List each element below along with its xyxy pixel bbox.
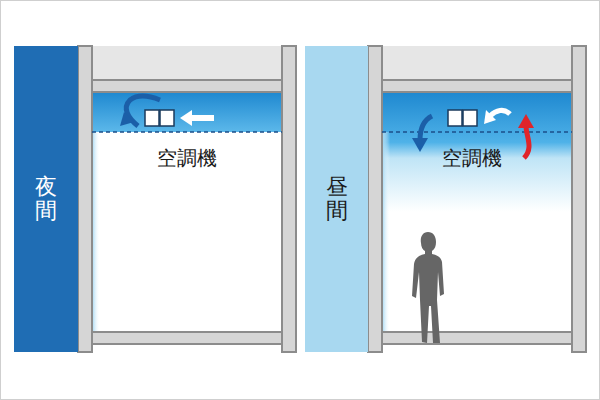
time-band: 昼間 (305, 46, 368, 352)
person-silhouette (412, 232, 444, 343)
unit-label: 空調機 (442, 145, 502, 172)
air-arrowhead (180, 110, 192, 126)
upper-floor (382, 46, 572, 80)
air-arrowhead (412, 138, 428, 152)
cooled-air (382, 92, 572, 212)
upper-floor (92, 46, 282, 80)
unit-label: 空調機 (157, 145, 217, 172)
wall (78, 46, 92, 352)
time-band: 夜間 (14, 46, 78, 352)
day-building (368, 46, 586, 352)
wall (572, 46, 586, 352)
band-label: 昼間 (326, 175, 348, 223)
cool-air-arrow (420, 116, 432, 140)
ac-unit (463, 110, 477, 126)
slab (382, 80, 572, 92)
ac-unit (448, 110, 462, 126)
floor-slab (92, 332, 282, 344)
warm-air-arrow (524, 126, 529, 158)
night-building (78, 46, 296, 352)
air-curve-arrow (490, 110, 510, 116)
wall-glow (382, 132, 390, 332)
slab (92, 80, 282, 92)
ceiling-line (382, 131, 572, 133)
wall (282, 46, 296, 352)
wall (368, 46, 382, 352)
ac-unit (160, 110, 174, 126)
ac-unit (145, 110, 159, 126)
air-arrowhead (484, 110, 496, 124)
ceiling-space (92, 92, 282, 132)
band-label: 夜間 (35, 175, 57, 223)
air-arrowhead (518, 114, 534, 128)
floor-slab (382, 332, 572, 344)
ceiling-line (92, 131, 282, 133)
wall-glow (92, 132, 100, 332)
air-arrowhead (120, 112, 134, 126)
